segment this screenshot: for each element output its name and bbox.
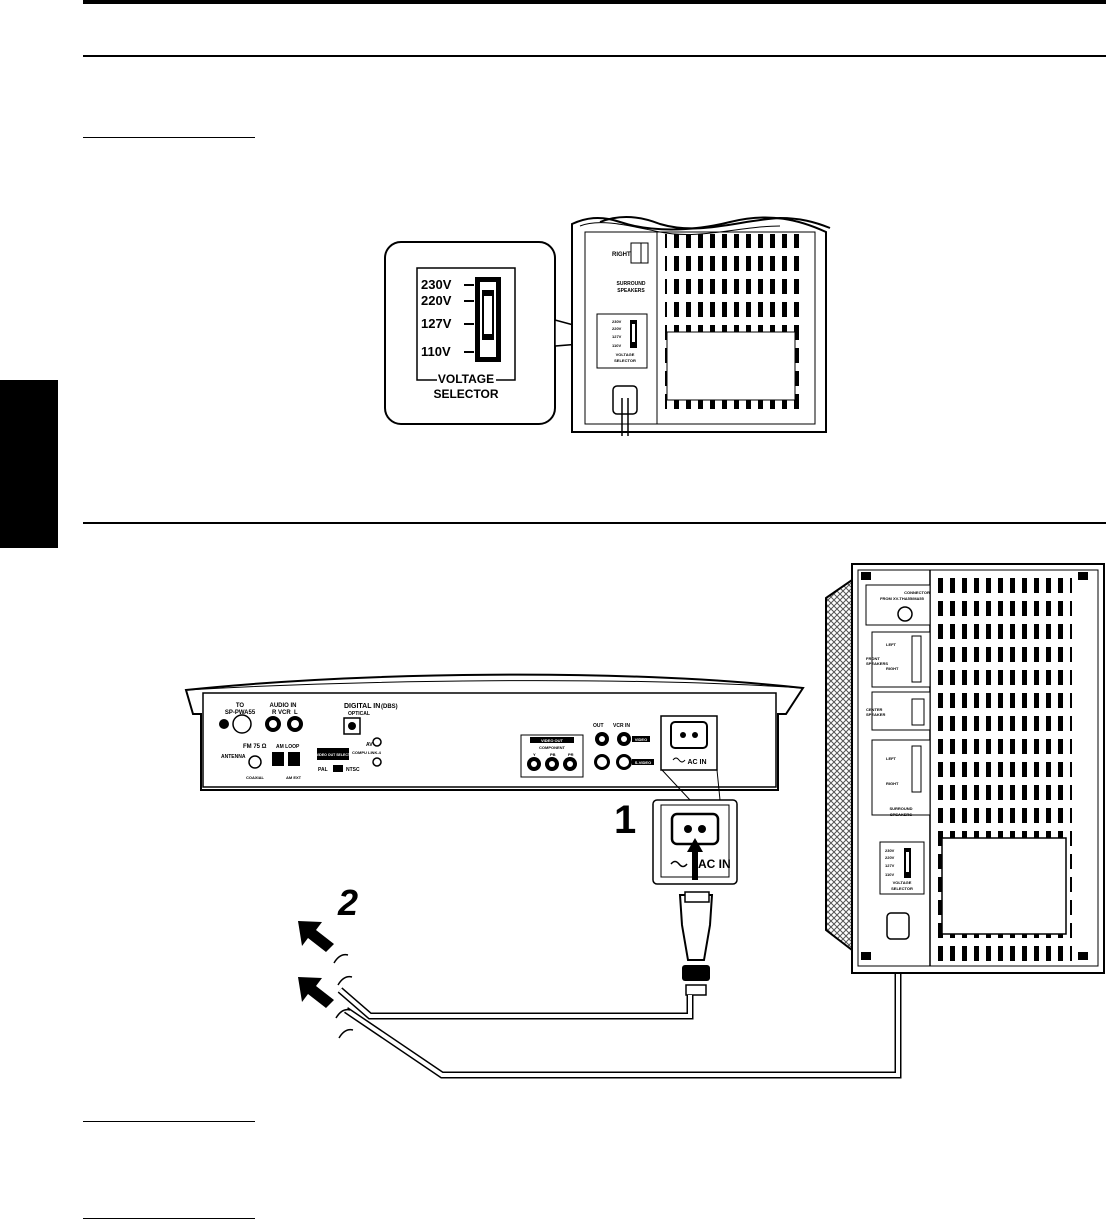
top-rule bbox=[83, 0, 1106, 4]
mini-voltage-option: 127V bbox=[612, 334, 622, 339]
right-label: RIGHT bbox=[886, 666, 899, 671]
voltage-option: 127V bbox=[885, 863, 895, 868]
mini-voltage-option: 230V bbox=[612, 319, 622, 324]
step-2: 2 bbox=[337, 882, 358, 923]
front-speakers-label: FRONT bbox=[866, 656, 880, 661]
to-label: TO bbox=[236, 703, 245, 709]
out-label: OUT bbox=[593, 723, 604, 729]
rear-panel-small: RIGHT SURROUND SPEAKERS 230V 220V 127V 1… bbox=[571, 216, 831, 436]
voltage-option: 127V bbox=[421, 316, 452, 331]
center-speaker-label: CENTER bbox=[866, 707, 883, 712]
voltage-option: 220V bbox=[421, 293, 452, 308]
mini-voltage-label: VOLTAGE bbox=[616, 352, 635, 357]
callout-ac-in: AC IN bbox=[698, 857, 731, 871]
dbs-label: (DBS) bbox=[381, 704, 398, 710]
audio-in-label: AUDIO IN bbox=[270, 703, 297, 709]
short-rule-1 bbox=[83, 137, 255, 138]
center-speaker-label: SPEAKER bbox=[866, 712, 885, 717]
front-speakers-label: SPEAKERS bbox=[866, 661, 888, 666]
voltage-selector-callout: 230V 220V 127V 110V VOLTAGE SELECTOR bbox=[384, 241, 593, 425]
am-loop-label: AM LOOP bbox=[276, 744, 300, 750]
antenna-label: ANTENNA bbox=[221, 754, 246, 760]
pb-label: PB bbox=[550, 752, 556, 757]
section-rule-2 bbox=[83, 522, 1106, 524]
voltage-option: 110V bbox=[885, 872, 894, 877]
ntsc-label: NTSC bbox=[346, 767, 360, 773]
video-out-select-label: VIDEO OUT SELECT bbox=[316, 753, 351, 757]
vcr-label: VCR bbox=[278, 710, 291, 716]
connector-label: CONNECTOR bbox=[904, 590, 930, 595]
optical-label: OPTICAL bbox=[348, 711, 370, 717]
fm-label: FM 75 Ω bbox=[243, 744, 267, 750]
to-label: SP-PWA55 bbox=[225, 710, 256, 716]
right-label: RIGHT bbox=[886, 781, 899, 786]
coaxial-label: COAXIAL bbox=[246, 775, 265, 780]
pr-label: PR bbox=[568, 752, 574, 757]
vcr-in-label: VCR IN bbox=[613, 723, 630, 729]
voltage-selector-label: SELECTOR bbox=[433, 387, 498, 401]
cord-break-marks bbox=[333, 953, 354, 1039]
short-rule-3 bbox=[83, 1218, 255, 1219]
voltage-selector-label: VOLTAGE bbox=[438, 372, 494, 386]
digital-in-label: DIGITAL IN bbox=[344, 703, 380, 710]
voltage-option: 110V bbox=[421, 344, 451, 359]
voltage-selector-label: SELECTOR bbox=[891, 886, 913, 891]
right-label: RIGHT bbox=[612, 252, 631, 258]
ac-in-label: AC IN bbox=[687, 759, 706, 766]
av-label: AV bbox=[366, 742, 373, 748]
am-ext-label: AM EXT bbox=[286, 775, 302, 780]
surround-label: SPEAKERS bbox=[890, 812, 912, 817]
l-label: L bbox=[294, 710, 298, 716]
short-rule-2 bbox=[83, 1121, 255, 1122]
pal-label: PAL bbox=[318, 767, 328, 773]
video-label: VIDEO bbox=[635, 737, 647, 742]
compu-link-label: COMPU LINK-4 bbox=[352, 750, 382, 755]
video-out-label: VIDEO OUT bbox=[541, 738, 564, 743]
from-label: FROM XV-THA55/MA55 bbox=[880, 596, 925, 601]
mini-voltage-label: SELECTOR bbox=[614, 358, 636, 363]
step-1: 1 bbox=[614, 798, 636, 842]
subwoofer-cord bbox=[344, 920, 902, 1079]
voltage-option: 230V bbox=[421, 277, 452, 292]
surround-label: SPEAKERS bbox=[617, 288, 645, 294]
surround-label: SURROUND bbox=[889, 806, 912, 811]
arrow-to-outlet bbox=[298, 921, 334, 1008]
voltage-option: 220V bbox=[885, 855, 895, 860]
mini-voltage-option: 110V bbox=[612, 343, 621, 348]
voltage-selector-label: VOLTAGE bbox=[893, 880, 912, 885]
left-label: LEFT bbox=[886, 642, 897, 647]
mini-voltage-option: 220V bbox=[612, 326, 622, 331]
left-label: LEFT bbox=[886, 756, 897, 761]
main-unit-rear: TO SP-PWA55 AUDIO IN R VCR L DIGITAL IN … bbox=[184, 673, 805, 801]
y-label: Y bbox=[533, 752, 536, 757]
r-label: R bbox=[272, 710, 277, 716]
component-label: COMPONENT bbox=[539, 745, 566, 750]
s-video-label: S-VIDEO bbox=[635, 760, 651, 765]
subwoofer-rear: CONNECTOR FROM XV-THA55/MA55 LEFT FRONT … bbox=[825, 563, 1105, 974]
surround-label: SURROUND bbox=[617, 281, 646, 287]
side-tab bbox=[0, 380, 58, 548]
voltage-option: 230V bbox=[885, 848, 895, 853]
section-rule-1 bbox=[83, 55, 1106, 57]
power-plug bbox=[337, 838, 714, 1020]
